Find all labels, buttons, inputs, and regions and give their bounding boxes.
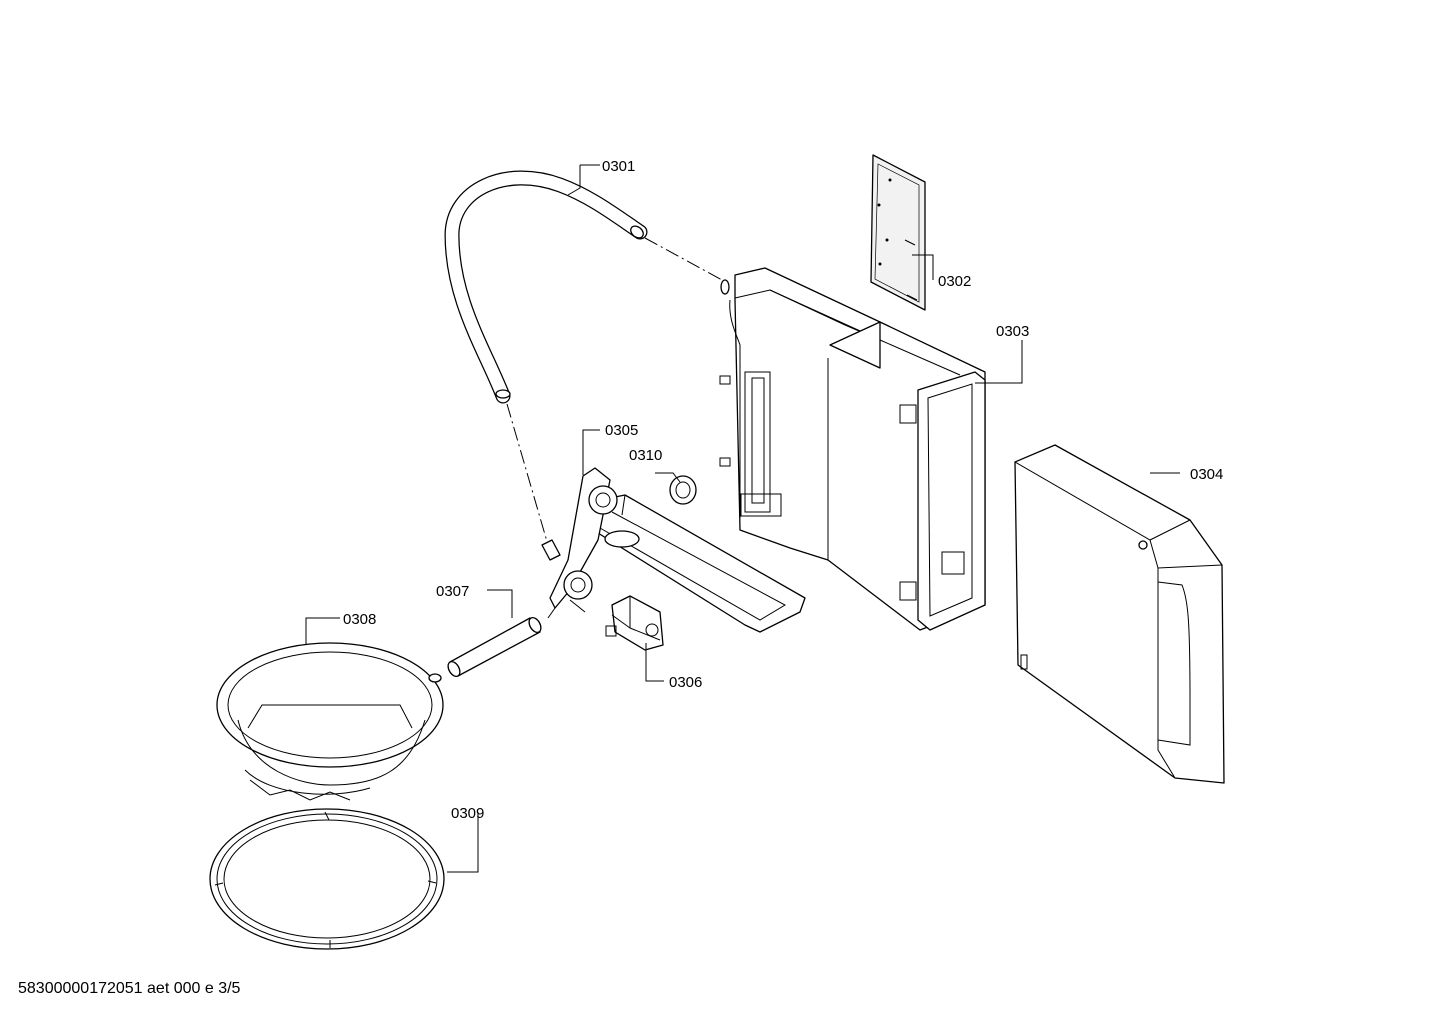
part-0301-hose xyxy=(444,170,648,404)
part-0305-bracket xyxy=(541,467,806,633)
label-0304: 0304 xyxy=(1190,466,1223,483)
label-0310: 0310 xyxy=(629,447,662,464)
part-0309-ring xyxy=(209,808,445,950)
leader-0307 xyxy=(487,589,513,618)
part-0308-tray xyxy=(216,642,444,801)
drawing-reference-footer: 58300000172051 aet 000 e 3/5 xyxy=(18,980,241,997)
part-0304-cover xyxy=(1014,444,1225,784)
label-0307: 0307 xyxy=(436,583,469,600)
leader-0309 xyxy=(447,812,479,873)
assembly-line-hose-top xyxy=(644,237,723,281)
part-0302-plate xyxy=(870,154,926,311)
label-0305: 0305 xyxy=(605,422,638,439)
leader-0310 xyxy=(655,472,681,483)
part-0310-seal xyxy=(669,475,697,505)
leader-0305 xyxy=(582,429,600,475)
label-0301: 0301 xyxy=(602,158,635,175)
assembly-line-hose-bottom xyxy=(506,403,549,546)
label-0306: 0306 xyxy=(669,674,702,691)
label-0308: 0308 xyxy=(343,611,376,628)
label-0309: 0309 xyxy=(451,805,484,822)
leader-0301 xyxy=(567,165,581,196)
leader-0308 xyxy=(305,617,340,644)
leader-0303 xyxy=(975,340,1023,384)
leader-0302 xyxy=(912,254,934,280)
label-0302: 0302 xyxy=(938,273,971,290)
label-0303: 0303 xyxy=(996,323,1029,340)
part-0303-tank xyxy=(719,267,986,631)
leader-0306 xyxy=(645,643,664,682)
part-0307-pipe xyxy=(447,616,542,678)
part-0306-pump xyxy=(605,595,664,651)
